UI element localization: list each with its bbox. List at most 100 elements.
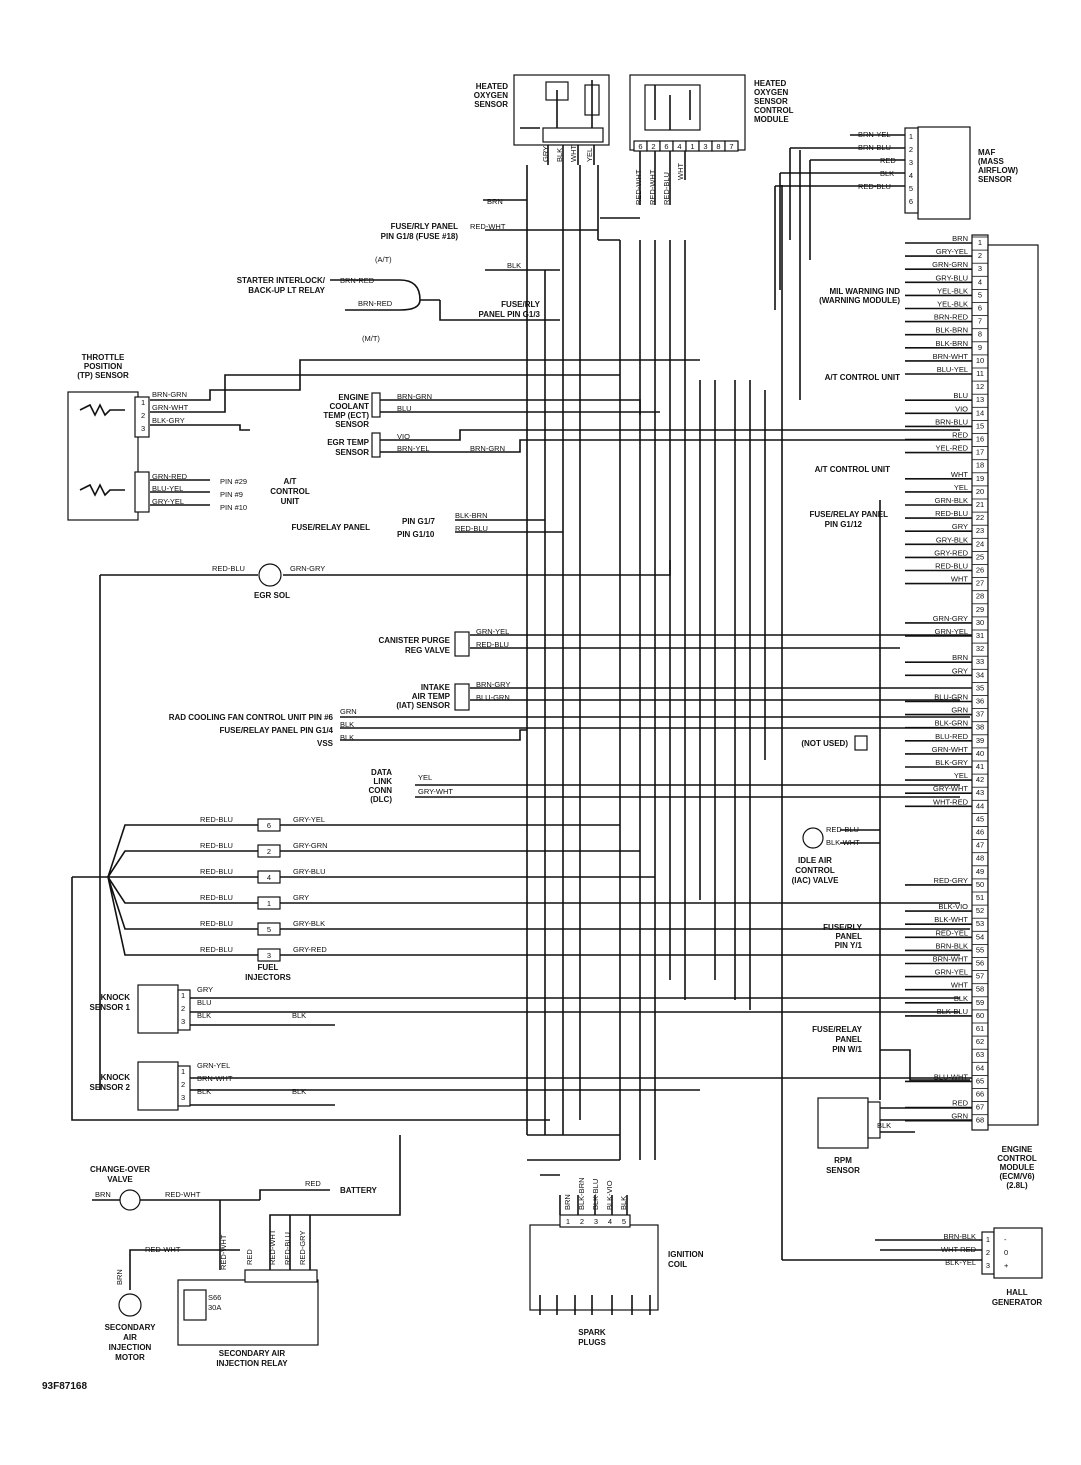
- ecm-pin-wire-label: BLU-GRN: [934, 693, 968, 702]
- fuse-g112-2: PIN G1/12: [825, 520, 863, 529]
- iac-valve: RED-BLU BLK-WHT IDLE AIR CONTROL (IAC) V…: [792, 825, 861, 885]
- ecm-pin-wire-label: BLU-WHT: [934, 1072, 969, 1081]
- iac-wire-2: BLK-WHT: [826, 838, 860, 847]
- ecm-pin-wire-label: BRN-BLK: [935, 941, 968, 950]
- vss-wire: BLK: [340, 733, 354, 742]
- fuse-panel-pin-1: PIN G1/7: [402, 517, 435, 526]
- rpm-sensor: BLK RPM SENSOR: [817, 1097, 891, 1175]
- ecm-pin-number: 35: [976, 683, 984, 692]
- knock1-label-2: SENSOR 1: [90, 1003, 131, 1012]
- ecm-module: 1BRN2GRY-YEL3GRN-GRN4GRY-BLU5YEL-BLK6YEL…: [932, 234, 1039, 1190]
- o2-label-2: OXYGEN: [474, 91, 508, 100]
- ecm-pin-wire-label: BLK-GRY: [935, 758, 968, 767]
- coil-pin-number: 1: [566, 1217, 570, 1226]
- ecm-pin-wire-label: YEL: [954, 771, 968, 780]
- canister-wire-1: GRN-YEL: [476, 627, 509, 636]
- ecm-pin-wire-label: BLU-YEL: [937, 365, 968, 374]
- ecm-pin-wire-label: BRN: [952, 653, 968, 662]
- battery-wire: RED: [305, 1179, 321, 1188]
- knock2-pin-3: 3: [181, 1093, 185, 1102]
- sai-motor-label-2: AIR: [123, 1333, 137, 1342]
- not-used-label: (NOT USED): [801, 739, 848, 748]
- starter-mt: (M/T): [362, 334, 380, 343]
- injectors-label-2: INJECTORS: [245, 973, 291, 982]
- iac-wire-1: RED-BLU: [826, 825, 859, 834]
- iat-label-3: (IAT) SENSOR: [396, 701, 450, 710]
- fuse-y1-2: PANEL: [835, 932, 862, 941]
- egr-temp-wire-3: BRN-GRN: [470, 444, 505, 453]
- ecm-pin-wire-label: YEL: [954, 483, 968, 492]
- maf-wire-1: BRN-YEL: [858, 130, 891, 139]
- ecm-pin-wire-label: GRY: [952, 666, 968, 675]
- ecm-pin-wire-label: YEL-BLK: [937, 300, 968, 309]
- hall-wire-label: BRN-BLK: [943, 1232, 976, 1241]
- tps2-pin-2: PIN #9: [220, 490, 243, 499]
- egr-temp-label-2: SENSOR: [335, 448, 369, 457]
- ecm-pin-number: 16: [976, 435, 984, 444]
- ect-label-1: ENGINE: [338, 393, 369, 402]
- fuse-g18-2: PIN G1/8 (FUSE #18): [381, 232, 459, 241]
- fuse-g13-1: FUSE/RLY: [501, 300, 540, 309]
- injector-number: 3: [267, 951, 271, 960]
- ecm-pin-number: 25: [976, 552, 984, 561]
- ecm-pin-number: 63: [976, 1050, 984, 1059]
- rad-fan-wire: GRN: [340, 707, 357, 716]
- ecm-pin-wire-label: GRN: [951, 1112, 968, 1121]
- ecm-pin-number: 53: [976, 919, 984, 928]
- sai-relay-wire-3: RED-WHT: [268, 1229, 277, 1265]
- ecm-pin-number: 4: [978, 277, 982, 286]
- ecm-pin-number: 50: [976, 880, 984, 889]
- injector-number: 5: [267, 925, 271, 934]
- hall-pin-number: 3: [986, 1261, 990, 1270]
- knock1-pin-1: 1: [181, 991, 185, 1000]
- changeover-label-1: CHANGE-OVER: [90, 1165, 150, 1174]
- ecm-pin-wire-label: BRN: [952, 234, 968, 243]
- rpm-label-1: RPM: [834, 1156, 852, 1165]
- iac-label-2: CONTROL: [795, 866, 835, 875]
- o2-wire-3: WHT: [569, 145, 578, 162]
- o2mod-wire-2: RED-WHT: [648, 169, 657, 205]
- injector-feed-label: RED-BLU: [200, 919, 233, 928]
- ecm-pin-wire-label: WHT: [951, 575, 968, 584]
- ecm-pin-wire-label: RED-GRY: [934, 876, 968, 885]
- ecm-pin-number: 47: [976, 841, 984, 850]
- injector-number: 6: [267, 821, 271, 830]
- o2mod-pin-number: 3: [703, 142, 707, 151]
- injector-box: [257, 896, 281, 910]
- ecm-pin-number: 56: [976, 959, 984, 968]
- ecm-pin-wire-label: YEL-BLK: [937, 286, 968, 295]
- tps2-label-1: A/T: [284, 477, 297, 486]
- maf-wire-4: BLK: [880, 169, 894, 178]
- ecm-pin-wire-label: BLU: [953, 391, 968, 400]
- ecm-pin-number: 45: [976, 814, 984, 823]
- ecm-pin-number: 21: [976, 500, 984, 509]
- injector-feed-label: RED-BLU: [200, 815, 233, 824]
- o2-redwht-wire: RED-WHT: [470, 222, 506, 231]
- ecm-pin-wire-label: BRN-RED: [934, 313, 969, 322]
- ecm-pin-number: 14: [976, 408, 984, 417]
- fuel-injectors: RED-BLU6GRY-YELRED-BLU2GRY-GRNRED-BLU4GR…: [200, 815, 328, 982]
- ecm-pin-wire-label: WHT: [951, 981, 968, 990]
- ecm-pin-number: 49: [976, 867, 984, 876]
- injector-feed-label: RED-BLU: [200, 945, 233, 954]
- ecm-pin-number: 17: [976, 448, 984, 457]
- fuse-w1-3: PIN W/1: [832, 1045, 862, 1054]
- maf-pin-number: 5: [909, 184, 913, 193]
- starter-interlock: (A/T) BRN-RED BRN-RED (M/T) STARTER INTE…: [237, 255, 541, 343]
- ecm-pin-number: 33: [976, 657, 984, 666]
- ecm-pin-wire-label: GRY: [952, 522, 968, 531]
- egr-temp-wire-1: VIO: [397, 432, 410, 441]
- hall-wire-label: WHT-RED: [941, 1245, 977, 1254]
- fuse-panel-label: FUSE/RELAY PANEL: [291, 523, 370, 532]
- secondary-air-relay: S66 30A RED-WHT RED RED-WHT RED-BLU RED-…: [177, 1229, 319, 1368]
- injector-box: [257, 948, 281, 962]
- dlc-label-1: DATA: [371, 768, 392, 777]
- iat-wire-1: BRN-GRY: [476, 680, 510, 689]
- o2mod-label-3: SENSOR: [754, 97, 788, 106]
- ecm-pin-number: 27: [976, 579, 984, 588]
- ecm-pin-wire-label: RED: [952, 431, 968, 440]
- at-unit-label-2: A/T CONTROL UNIT: [815, 465, 891, 474]
- coil-wire-label: BLK-BLU: [591, 1179, 600, 1210]
- ecm-pin-number: 51: [976, 893, 984, 902]
- ecm-pin-number: 10: [976, 356, 984, 365]
